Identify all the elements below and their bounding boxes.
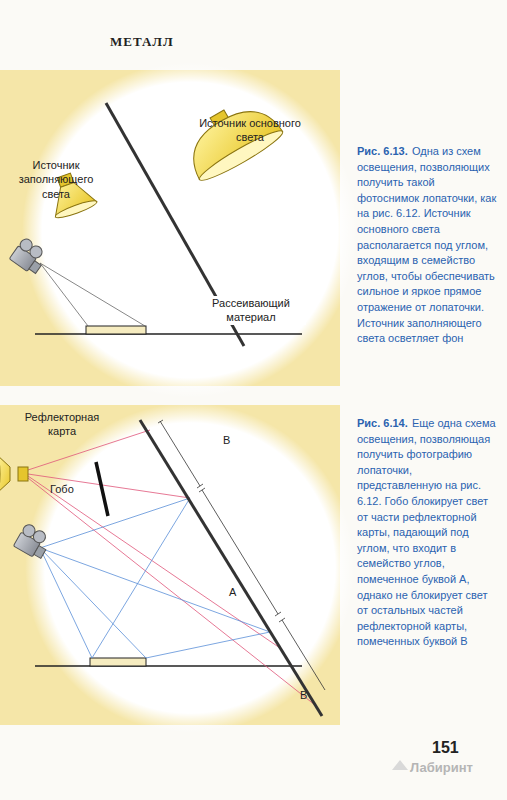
part-label: Рефлекторная карта (14, 410, 110, 439)
light-circle (22, 62, 358, 398)
part-label: Гобо (50, 482, 74, 496)
zone-letter: А (229, 585, 236, 599)
camera (9, 237, 49, 276)
camera (13, 523, 52, 561)
zone-letter: В (223, 433, 230, 447)
part-label: Рассеивающий материал (196, 296, 306, 325)
light (0, 454, 28, 494)
figure-caption: Еще одна схема освещения, позволяющая по… (357, 416, 497, 650)
gobo (96, 462, 108, 516)
running-head: МЕТАЛЛ (110, 34, 174, 51)
part-label: Источник основного света (198, 116, 302, 145)
page-number: 151 (432, 738, 459, 759)
figure-number: Рис. 6.13. (357, 144, 408, 158)
figure-caption: Одна из схем освещения, позволяющих полу… (357, 144, 497, 347)
zone-letter: В (300, 688, 307, 702)
figure-number: Рис. 6.14. (357, 416, 408, 430)
zone-marks (158, 420, 325, 690)
part-label: Источник заполняющего света (4, 158, 108, 201)
main-light (175, 90, 286, 186)
watermark: Лабиринт (410, 760, 473, 777)
light-circle (25, 403, 355, 733)
watermark-logo (392, 760, 408, 770)
reflector-card (140, 420, 322, 716)
